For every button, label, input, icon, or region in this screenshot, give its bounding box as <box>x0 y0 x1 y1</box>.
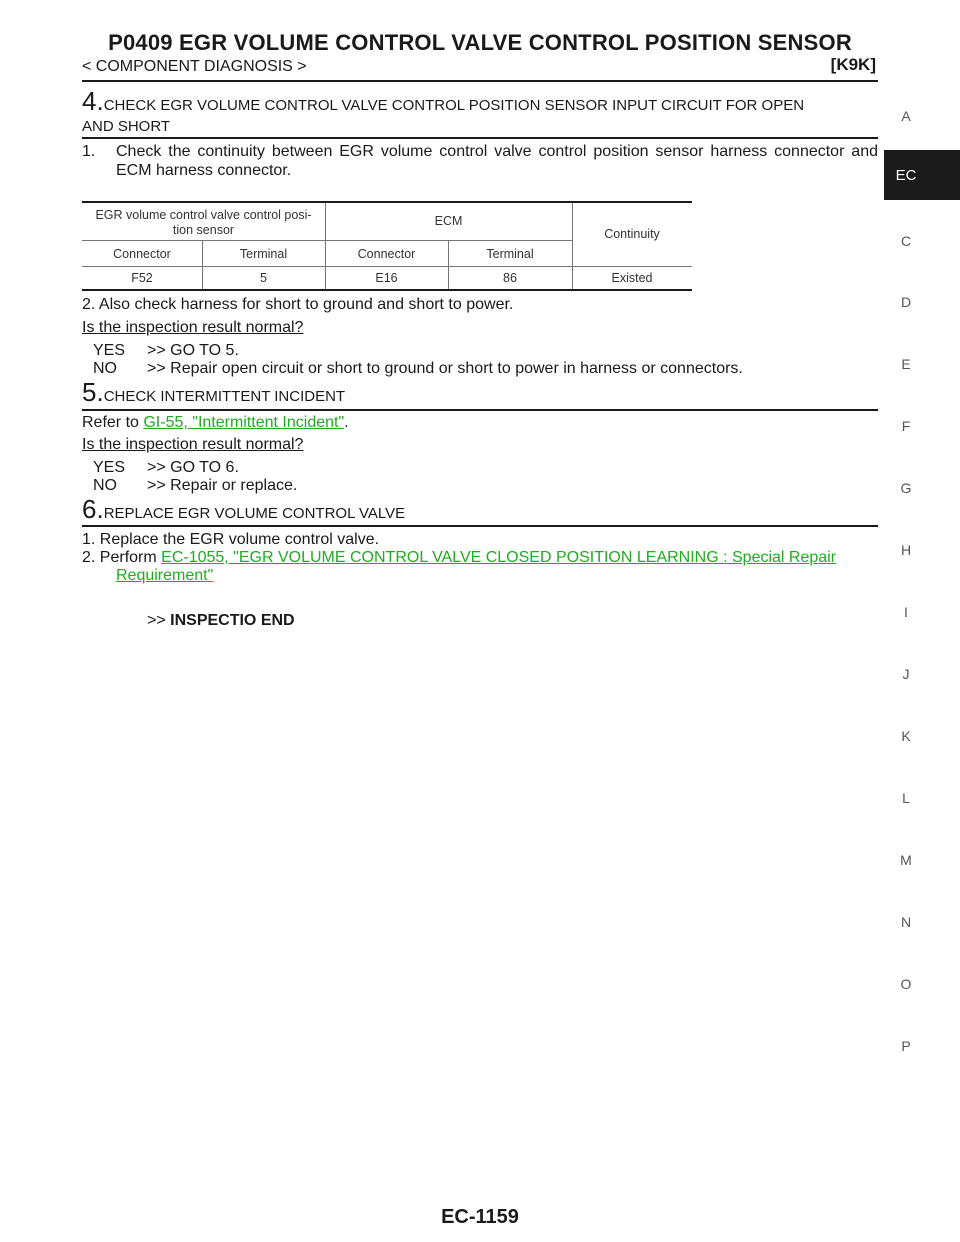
step-4-no-label: NO <box>93 360 117 377</box>
intermittent-incident-link[interactable]: GI-55, "Intermittent Incident" <box>143 414 345 431</box>
side-index-letter-l[interactable]: L <box>902 790 910 806</box>
table-row-divider <box>82 266 692 267</box>
step-5-refer-suffix: . <box>344 414 349 431</box>
step-6-item2-line2: Requirement" <box>116 566 213 586</box>
side-index-letter-j[interactable]: J <box>902 666 910 682</box>
table-top-rule <box>82 201 692 203</box>
side-index-letter-a[interactable]: A <box>901 108 911 124</box>
step-5-title: CHECK INTERMITTENT INCIDENT <box>103 388 346 405</box>
step-6-item2: 2. Perform EC-1055, "EGR VOLUME CONTROL … <box>82 548 878 568</box>
table-bottom-rule <box>82 289 692 291</box>
side-index-letter-m[interactable]: M <box>900 852 912 868</box>
header-divider <box>82 80 878 82</box>
step-5-yes-text: >> GO TO 6. <box>147 459 239 476</box>
step-4-question: Is the inspection result normal? <box>82 319 304 336</box>
side-index-letter-c[interactable]: C <box>900 233 912 249</box>
side-index-letter-n[interactable]: N <box>900 914 912 930</box>
step-5-refer-prefix: Refer to <box>82 414 144 431</box>
side-index-letter-h[interactable]: H <box>900 542 912 558</box>
end-text: INSPECTIO END <box>170 612 295 629</box>
table-col-divider <box>202 241 203 289</box>
step-6-number: 6. <box>82 494 104 524</box>
step-4-no-text: >> Repair open circuit or short to groun… <box>147 360 743 377</box>
side-index-letter-f[interactable]: F <box>901 418 911 434</box>
step-6-item2-prefix: 2. Perform <box>82 549 162 566</box>
step-4-item1-line1: Check the continuity between EGR volume … <box>116 143 878 160</box>
step-5-no-text: >> Repair or replace. <box>147 477 298 494</box>
step-4-title-line2: AND SHORT <box>82 118 171 135</box>
step-4-item2: 2. Also check harness for short to groun… <box>82 296 514 313</box>
table-header-ecm: ECM <box>434 214 463 228</box>
step-4-heading: 4.CHECK EGR VOLUME CONTROL VALVE CONTROL… <box>82 88 805 117</box>
step-4-yes-text: >> GO TO 5. <box>147 342 239 359</box>
table-subheader-terminal: Terminal <box>239 247 288 261</box>
table-cell: Existed <box>611 271 653 285</box>
table-cell: 86 <box>503 271 517 285</box>
end-arrow: >> <box>147 612 166 629</box>
breadcrumb: < COMPONENT DIAGNOSIS > <box>82 58 307 75</box>
egr-learning-link-line1[interactable]: EC-1055, "EGR VOLUME CONTROL VALVE CLOSE… <box>161 549 837 566</box>
step-6-title: REPLACE EGR VOLUME CONTROL VALVE <box>103 505 406 522</box>
table-subheader-connector: Connector <box>357 247 416 261</box>
step-5-question: Is the inspection result normal? <box>82 436 304 453</box>
page-number: EC-1159 <box>441 1206 519 1228</box>
table-col-divider <box>572 203 573 289</box>
table-col-divider <box>325 203 326 289</box>
table-subheader-connector: Connector <box>113 247 171 261</box>
step-6-end: >> INSPECTIO END <box>147 611 295 631</box>
side-index-letter-d[interactable]: D <box>900 294 912 310</box>
side-index-letter-g[interactable]: G <box>900 480 912 496</box>
step-5-yes-label: YES <box>93 459 126 476</box>
step-4-title-line1: CHECK EGR VOLUME CONTROL VALVE CONTROL P… <box>103 97 805 114</box>
table-header-continuity: Continuity <box>604 227 660 241</box>
side-index-active-label: EC <box>895 167 917 184</box>
side-index-active-tab[interactable]: EC <box>884 150 960 200</box>
step-6-item1: 1. Replace the EGR volume control valve. <box>82 531 380 548</box>
side-index-letter-e[interactable]: E <box>901 356 911 372</box>
step-5-number: 5. <box>82 377 104 407</box>
step-4-item1-line2: ECM harness connector. <box>116 162 292 179</box>
side-index-letter-i[interactable]: I <box>904 604 908 620</box>
step-5-no-label: NO <box>93 477 117 494</box>
step-6-divider <box>82 525 878 527</box>
side-index-letter-o[interactable]: O <box>900 976 912 992</box>
step-5-refer: Refer to GI-55, "Intermittent Incident". <box>82 413 349 433</box>
step-4-yes-label: YES <box>93 342 126 359</box>
side-index-letter-k[interactable]: K <box>901 728 911 744</box>
table-col-divider <box>448 241 449 289</box>
step-4-divider <box>82 137 878 139</box>
step-5-heading: 5.CHECK INTERMITTENT INCIDENT <box>82 379 346 408</box>
step-4-item1-number: 1. <box>82 143 96 160</box>
side-index-letter-p[interactable]: P <box>901 1038 911 1054</box>
page-title: P0409 EGR VOLUME CONTROL VALVE CONTROL P… <box>108 30 852 55</box>
step-4-number: 4. <box>82 86 104 116</box>
step-6-heading: 6.REPLACE EGR VOLUME CONTROL VALVE <box>82 496 406 525</box>
table-cell: F52 <box>131 271 153 285</box>
table-subheader-terminal: Terminal <box>486 247 534 261</box>
engine-code: [K9K] <box>830 55 876 74</box>
table-header-sensor-line1: EGR volume control valve control posi- <box>95 208 312 222</box>
table-cell: E16 <box>375 271 398 285</box>
table-header-divider <box>82 240 572 241</box>
egr-learning-link-line2[interactable]: Requirement" <box>116 567 214 584</box>
table-cell: 5 <box>260 271 267 285</box>
step-5-divider <box>82 409 878 411</box>
table-header-sensor-line2: tion sensor <box>172 223 235 237</box>
